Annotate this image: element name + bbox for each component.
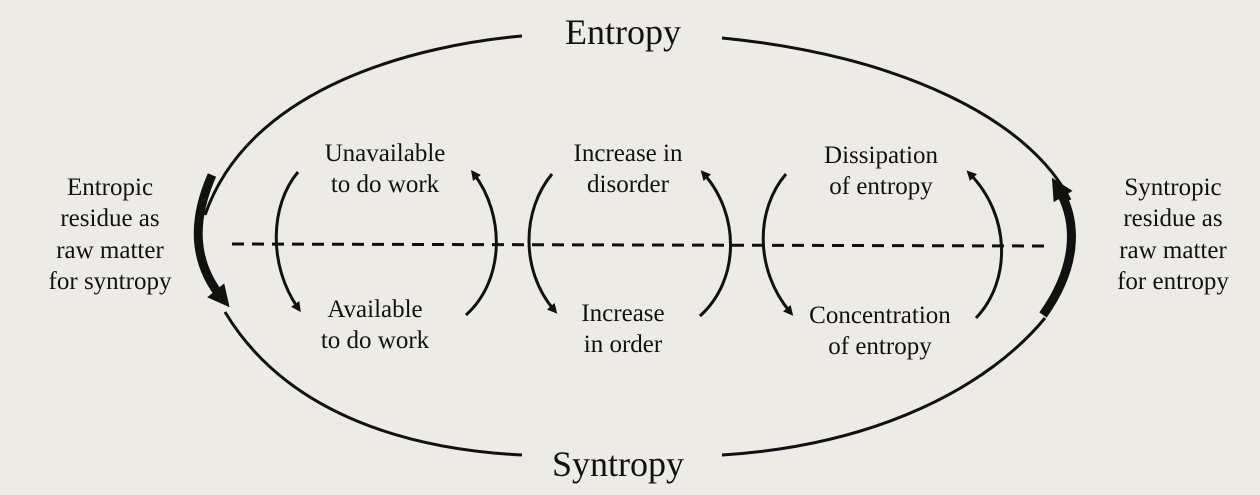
- left-line-4: for syntropy: [48, 267, 172, 295]
- pair2-lower-text: Increase in order: [548, 298, 698, 361]
- right-line-2: residue as: [1123, 205, 1223, 233]
- right-line-1: Syntropic: [1124, 174, 1222, 201]
- pair1-upper-text: Unavailable to do work: [300, 138, 470, 201]
- pair1-upper-line-1: Unavailable: [324, 140, 446, 167]
- right-thick-arrow: [1039, 177, 1076, 318]
- pair2-lower-line-2: in order: [583, 331, 663, 359]
- pair3-up-arrow: [966, 170, 1003, 320]
- pair3-lower-text: Concentration of entropy: [790, 300, 970, 363]
- left-line-1: Entropic: [66, 174, 154, 201]
- pair3-upper-line-1: Dissipation: [824, 142, 938, 169]
- pair3-lower-line-2: of entropy: [828, 333, 932, 361]
- outer-arc-top-right: [721, 36, 1072, 201]
- pair3-lower-line-1: Concentration: [809, 302, 951, 329]
- left-line-3: raw matter: [56, 236, 164, 264]
- outer-arc-top-left: [203, 34, 523, 216]
- outer-arc-bottom-right: [721, 317, 1047, 457]
- pair1-lower-line-1: Available: [327, 296, 423, 323]
- left-line-2: residue as: [60, 205, 160, 233]
- pair1-upper-line-2: to do work: [330, 171, 440, 199]
- outer-arc-bottom-left: [223, 311, 523, 457]
- pair2-up-arrow: [698, 170, 732, 318]
- pair2-upper-line-1: Increase in: [573, 140, 683, 167]
- right-line-3: raw matter: [1119, 236, 1227, 264]
- pair1-lower-line-2: to do work: [320, 327, 430, 355]
- syntropy-label: Syntropy: [551, 444, 684, 484]
- pair2-lower-line-1: Increase: [581, 300, 665, 327]
- pair2-down-arrow: [527, 173, 558, 314]
- pair1-down-arrow: [274, 171, 301, 313]
- pair3-upper-line-2: of entropy: [829, 173, 933, 201]
- pair3-down-arrow: [761, 173, 794, 316]
- pair2-upper-line-2: disorder: [587, 171, 669, 199]
- dashed-divider: [231, 242, 1049, 248]
- pair2-upper-text: Increase in disorder: [548, 138, 708, 201]
- entropy-label: Entropy: [565, 12, 681, 52]
- left-thick-arrow: [193, 173, 230, 308]
- right-side-text: Syntropic residue as raw matter for entr…: [1098, 172, 1248, 297]
- left-side-text: Entropic residue as raw matter for syntr…: [30, 172, 190, 297]
- pair3-upper-text: Dissipation of entropy: [796, 140, 966, 203]
- right-line-4: for entropy: [1117, 267, 1229, 295]
- pair1-lower-text: Available to do work: [290, 294, 460, 357]
- pair1-up-arrow: [464, 170, 498, 317]
